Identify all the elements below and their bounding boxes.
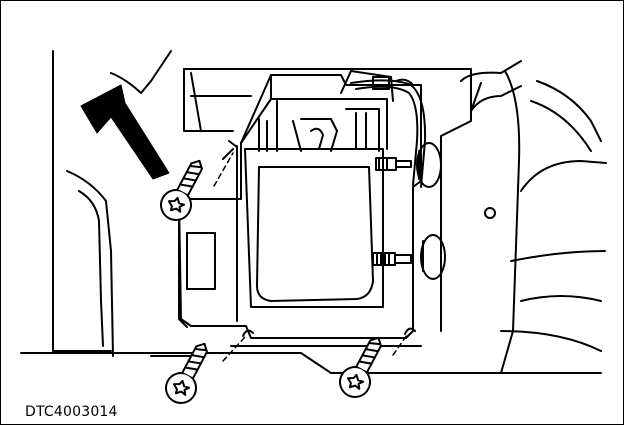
pointer-arrow-icon [80, 84, 170, 180]
screw-lower-right [339, 336, 382, 398]
door-pillar [460, 60, 607, 374]
mounting-stud-upper [375, 157, 412, 171]
fastener-holes [228, 140, 416, 337]
dashboard-panel-outline [20, 50, 602, 374]
screw-upper-left [160, 159, 203, 221]
recess-frame [183, 68, 472, 332]
electrical-connector [258, 70, 394, 152]
screw-lower-left [165, 342, 208, 404]
alignment-guides [213, 152, 408, 362]
grommets [416, 142, 446, 280]
module-housing [178, 74, 422, 339]
mounting-stud-lower [372, 252, 412, 266]
figure-caption: DTC4003014 [25, 404, 118, 420]
side-bracket [178, 148, 234, 328]
wiring-harness [350, 76, 427, 188]
